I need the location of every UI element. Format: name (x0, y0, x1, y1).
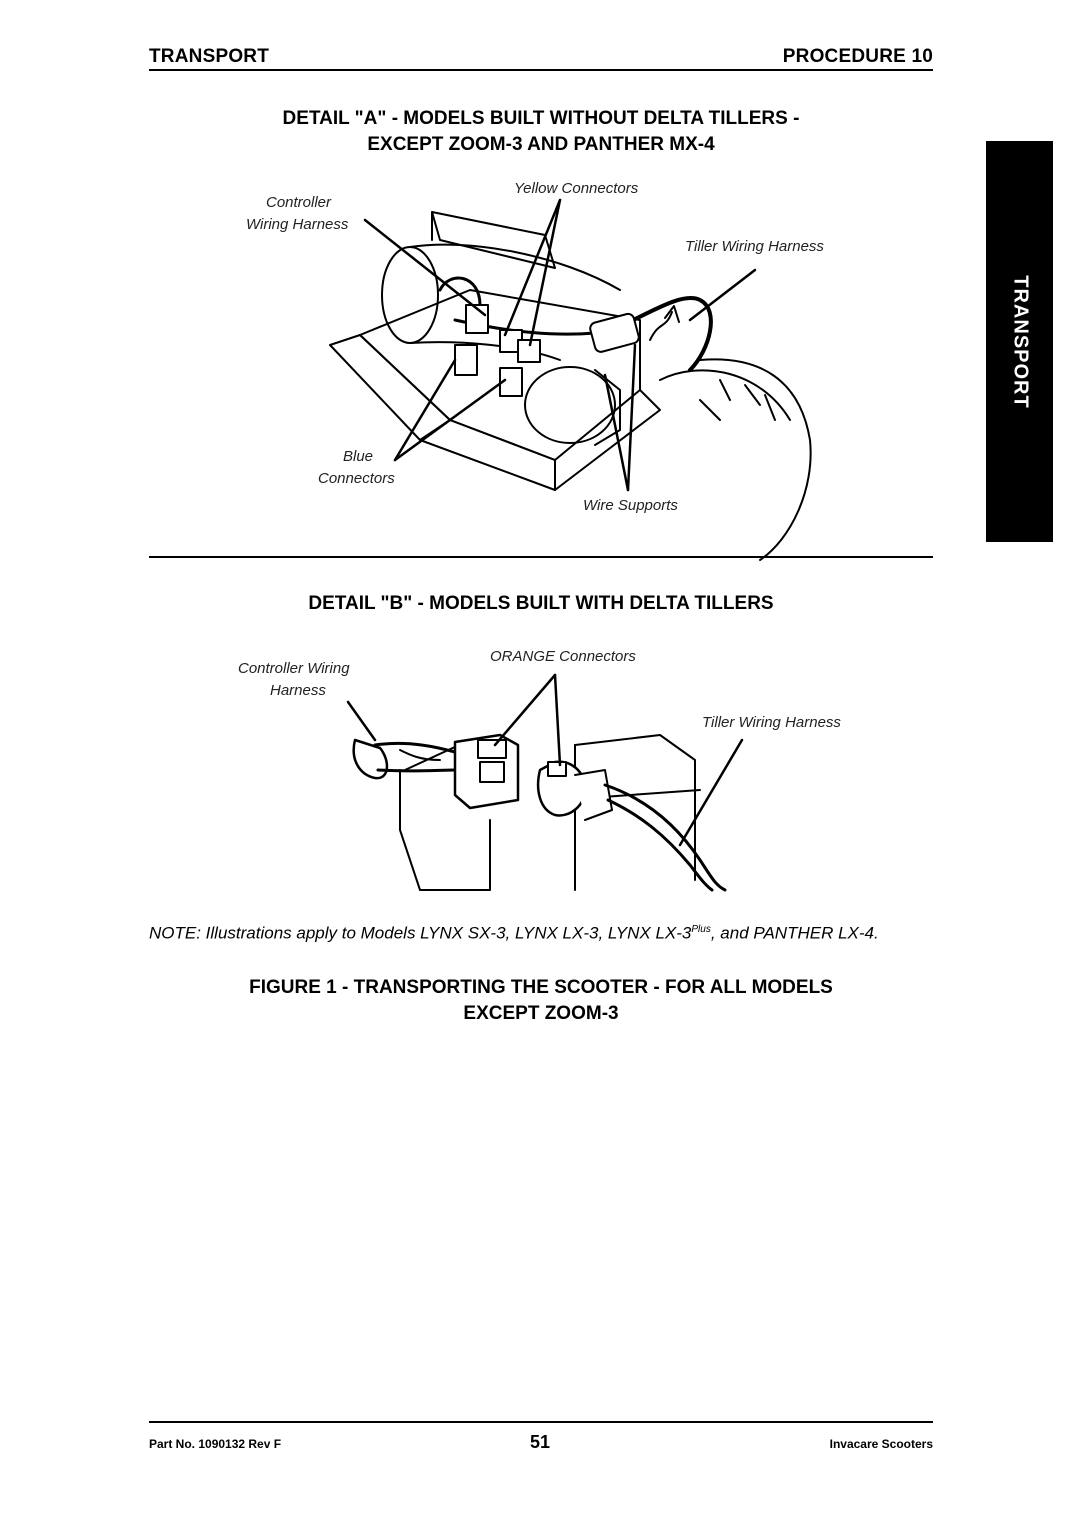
part-number: Part No. 1090132 Rev F (149, 1437, 282, 1451)
label-orange-connectors: ORANGE Connectors (490, 648, 636, 665)
note-text-end: , and PANTHER LX-4. (710, 923, 879, 943)
label-tiller-wiring-harness-a: Tiller Wiring Harness (685, 238, 824, 255)
footer-rule (149, 1421, 933, 1423)
section-heading: TRANSPORT (149, 46, 270, 67)
brand-name: Invacare Scooters (829, 1437, 933, 1451)
section-divider (149, 556, 933, 558)
label-connectors: Connectors (318, 470, 395, 487)
detail-b-title: DETAIL "B" - MODELS BUILT WITH DELTA TIL… (308, 593, 774, 614)
figure-caption-line1: FIGURE 1 - TRANSPORTING THE SCOOTER - FO… (249, 977, 833, 998)
detail-a-title-line1: DETAIL "A" - MODELS BUILT WITHOUT DELTA … (282, 108, 800, 129)
procedure-heading: PROCEDURE 10 (782, 46, 933, 67)
detail-a-illustration (329, 198, 812, 561)
label-controller: Controller (266, 194, 332, 211)
detail-a-title-line2: EXCEPT ZOOM-3 AND PANTHER MX-4 (367, 134, 715, 155)
figure-caption-line2: EXCEPT ZOOM-3 (463, 1003, 619, 1024)
note-text: NOTE: Illustrations apply to Models LYNX… (149, 923, 692, 943)
label-harness: Harness (270, 682, 326, 699)
label-controller-wiring: Controller Wiring (238, 660, 350, 677)
label-tiller-wiring-harness-b: Tiller Wiring Harness (702, 714, 841, 731)
label-yellow-connectors: Yellow Connectors (514, 180, 639, 197)
header-rule (149, 69, 933, 71)
models-note: NOTE: Illustrations apply to Models LYNX… (149, 918, 933, 946)
note-superscript: Plus (691, 924, 711, 935)
label-blue: Blue (343, 448, 374, 465)
page-number: 51 (530, 1432, 551, 1452)
side-tab: TRANSPORT (986, 141, 1053, 542)
label-wire-supports: Wire Supports (583, 497, 678, 514)
label-wiring-harness: Wiring Harness (246, 216, 349, 233)
